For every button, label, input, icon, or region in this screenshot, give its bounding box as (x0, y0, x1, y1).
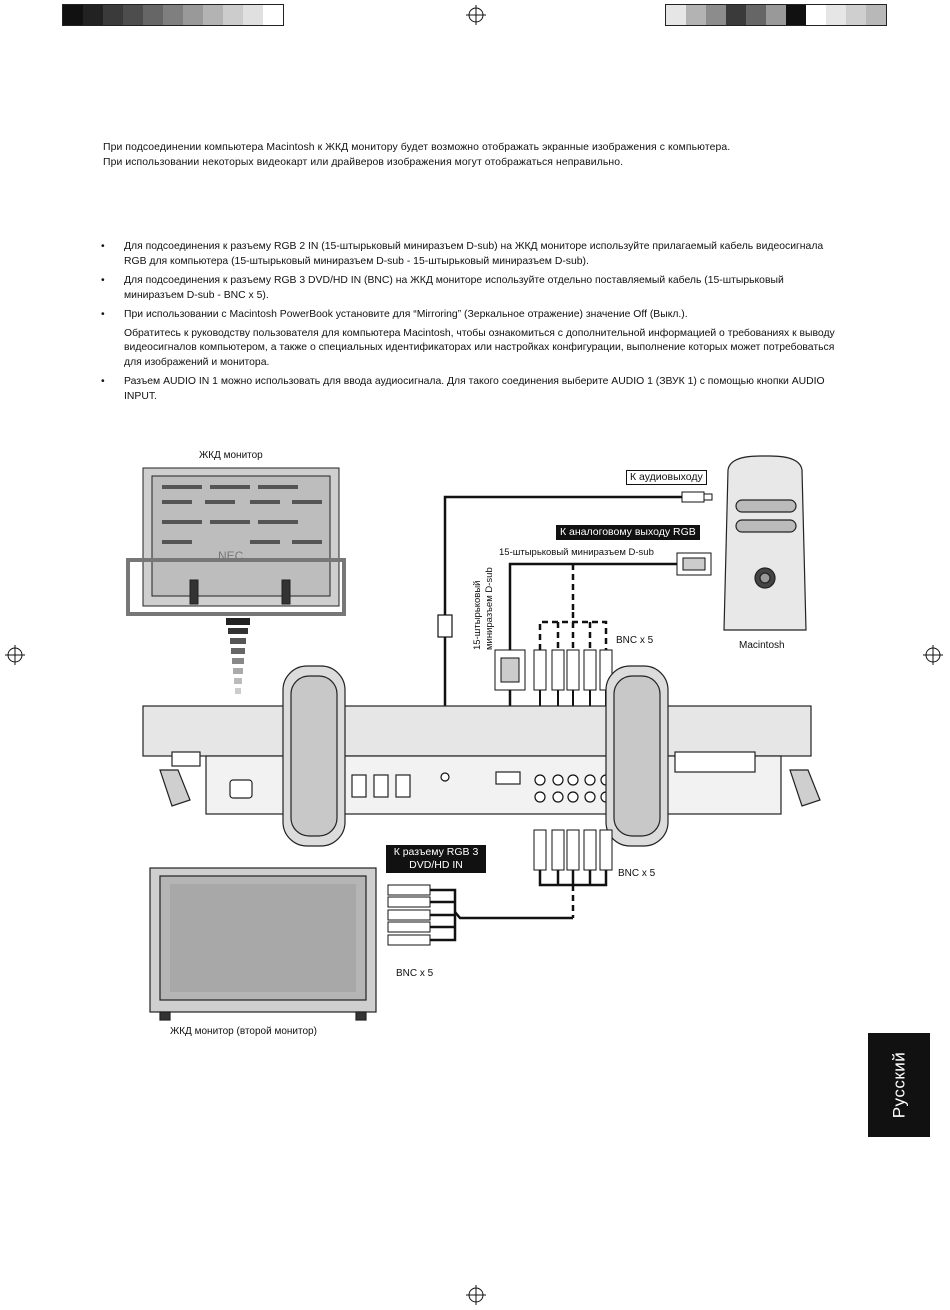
color-swatch (806, 5, 826, 25)
color-swatch (766, 5, 786, 25)
instruction-list: • Для подсоединения к разъему RGB 2 IN (… (100, 240, 840, 409)
color-swatch (846, 5, 866, 25)
color-swatch (726, 5, 746, 25)
second-monitor-icon (149, 867, 377, 1021)
zoom-indicator (226, 618, 250, 694)
color-swatch (746, 5, 766, 25)
second-monitor-label: ЖКД монитор (второй монитор) (170, 1026, 317, 1037)
color-swatch (866, 5, 886, 25)
color-swatch (243, 5, 263, 25)
bnc-connectors-second (387, 884, 431, 946)
registration-mark-icon (5, 645, 25, 665)
color-swatch (666, 5, 686, 25)
bullet-mark: • (101, 241, 105, 252)
monitor-bottom-panel (142, 705, 821, 815)
color-swatch (826, 5, 846, 25)
color-swatch (786, 5, 806, 25)
magnifier-oval-right (605, 665, 669, 847)
list-item: • Для подсоединения к разъему RGB 3 DVD/… (100, 274, 840, 303)
bullet-text-audio: Разъем AUDIO IN 1 можно использовать для… (124, 376, 825, 402)
color-swatch (223, 5, 243, 25)
monitor-label: ЖКД монитор (199, 450, 263, 461)
language-tab-label: Русский (889, 1051, 909, 1119)
rgb3-label-line-1: К разъему RGB 3 (393, 846, 479, 858)
bnc-connectors-bottom (533, 829, 613, 871)
bullet-mark: • (101, 275, 105, 286)
language-tab: Русский (868, 1033, 930, 1137)
list-item: • Разъем AUDIO IN 1 можно использовать д… (100, 375, 840, 404)
color-swatch (163, 5, 183, 25)
bnc-bottom-label: BNC x 5 (396, 968, 434, 979)
rgb-out-label: К аналоговому выходу RGB (556, 525, 700, 540)
intro-line-1: При подсоединении компьютера Macintosh к… (103, 142, 731, 153)
color-swatch (706, 5, 726, 25)
registration-mark-icon (923, 645, 943, 665)
bullet-text-powerbook: При использовании с Macintosh PowerBook … (124, 309, 688, 320)
intro-line-2: При использовании некоторых видеокарт ил… (103, 157, 624, 168)
audio-plug-icon (681, 491, 713, 503)
registration-mark-icon (466, 1285, 486, 1305)
bnc-top-label: BNC x 5 (616, 635, 654, 646)
color-swatch (183, 5, 203, 25)
registration-mark-icon (466, 5, 486, 25)
color-swatch (123, 5, 143, 25)
bnc-fanout-dashed (538, 564, 608, 650)
color-swatch (143, 5, 163, 25)
dsub-vertical-line-2: миниразъем D-sub (484, 567, 495, 650)
bnc-cable-bundle (538, 870, 608, 887)
color-bar-right (665, 4, 887, 26)
macintosh-label: Macintosh (739, 640, 785, 651)
dsub-label: 15-штырьковый миниразъем D-sub (499, 547, 654, 558)
macintosh-computer-icon (723, 455, 807, 631)
magnifier-oval-left (282, 665, 346, 847)
bullet-text-rgb3: Для подсоединения к разъему RGB 3 DVD/HD… (124, 275, 784, 301)
bnc-mid-label: BNC x 5 (618, 868, 656, 879)
list-item: • При использовании с Macintosh PowerBoo… (100, 308, 840, 370)
audio-out-label: К аудиовыходу (626, 470, 707, 485)
color-swatch (203, 5, 223, 25)
bullet-text-rgb2: Для подсоединения к разъему RGB 2 IN (15… (124, 241, 824, 267)
bullet-note-macintosh: Обратитесь к руководству пользователя дл… (124, 327, 835, 368)
list-item: • Для подсоединения к разъему RGB 2 IN (… (100, 240, 840, 269)
bnc-connectors-top (533, 649, 613, 691)
color-swatch (263, 5, 283, 25)
color-swatch (63, 5, 83, 25)
nec-logo: NEC (218, 549, 244, 563)
color-swatch (83, 5, 103, 25)
lcd-monitor-back-icon (126, 467, 346, 616)
color-swatch (686, 5, 706, 25)
color-bar-left (62, 4, 284, 26)
bullet-mark: • (101, 376, 105, 387)
bnc-cable-to-second-monitor (430, 888, 573, 942)
dsub-connector-icon (494, 552, 712, 691)
dsub-vertical-line-1: 15-штырьковый (472, 580, 483, 651)
rgb3-label-line-2: DVD/HD IN (409, 859, 463, 871)
color-swatch (103, 5, 123, 25)
rgb3-label: К разъему RGB 3 DVD/HD IN (386, 845, 486, 873)
bullet-mark: • (101, 309, 105, 320)
